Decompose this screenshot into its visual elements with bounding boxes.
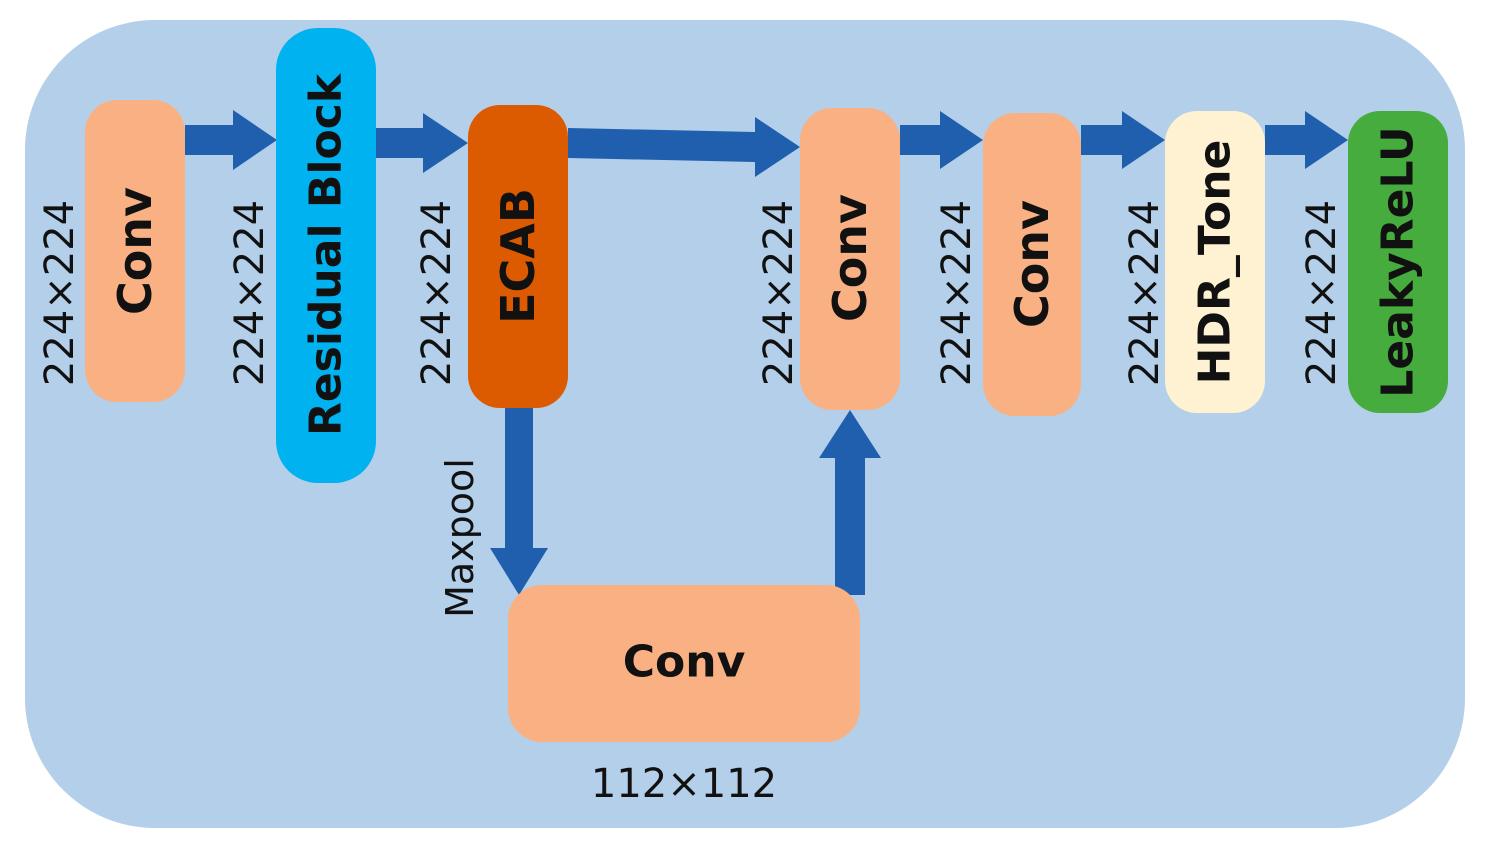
maxpool-label: Maxpool	[438, 458, 482, 618]
ecab-block-label: ECAB	[491, 188, 545, 324]
residual-block	[276, 28, 376, 483]
arrow-conv-low-to-conv2	[819, 410, 881, 595]
dim-label-4: 224×224	[756, 199, 802, 387]
leaky-relu-block-label: LeakyReLU	[1372, 126, 1424, 398]
ecab-block	[468, 105, 568, 408]
arrow-ecab-to-conv-low	[490, 408, 548, 595]
arrow-residual-to-ecab	[376, 113, 468, 173]
hdr-tone-block	[1165, 111, 1265, 413]
conv-block-3	[983, 113, 1081, 416]
dim-label-2: 224×224	[227, 199, 273, 387]
arrow-conv3-to-hdr	[1081, 111, 1165, 169]
conv-block-1	[85, 100, 185, 402]
hdr-tone-block-label: HDR_Tone	[1189, 139, 1241, 385]
residual-block-label: Residual Block	[300, 73, 352, 437]
arrow-hdr-to-leaky	[1265, 111, 1348, 169]
dim-label-low: 112×112	[590, 761, 778, 807]
conv-block-low-label: Conv	[622, 636, 746, 688]
arrow-conv1-to-residual	[185, 110, 277, 170]
dim-label-1: 224×224	[37, 199, 83, 387]
dim-label-6: 224×224	[1122, 199, 1168, 387]
dim-label-3: 224×224	[414, 199, 460, 387]
conv-block-2	[800, 108, 900, 410]
arrow-conv2-to-conv3	[900, 111, 983, 169]
leaky-relu-block	[1348, 111, 1448, 413]
dim-label-5: 224×224	[934, 199, 980, 387]
arrow-ecab-to-conv2	[568, 117, 800, 177]
conv-block-1-label: Conv	[108, 186, 162, 316]
conv-block-3-label: Conv	[1005, 199, 1059, 329]
conv-block-low	[508, 585, 860, 742]
dim-label-7: 224×224	[1299, 199, 1345, 387]
conv-block-2-label: Conv	[823, 193, 877, 323]
